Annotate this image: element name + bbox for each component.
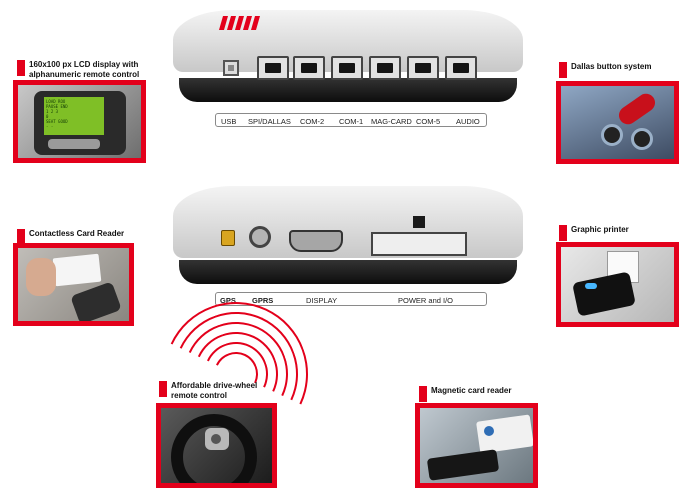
callout-magnetic-card-reader: Magnetic card reader [419, 386, 511, 402]
callout-magnetic-line1: Magnetic card reader [431, 386, 512, 395]
callout-marker [17, 229, 25, 245]
photo-lcd-display: LOAD ROO PAUSE END 1 2 3 0 SEAT GOOD - - [13, 80, 146, 163]
spi-dallas-port [257, 56, 289, 80]
wheel-remote-button [211, 434, 221, 444]
gps-antenna-connector [221, 230, 235, 246]
contactless-reader-device [70, 281, 122, 321]
photo-dallas-button [556, 81, 679, 164]
photo-contactless-reader [13, 243, 134, 326]
steering-wheel [171, 414, 257, 483]
callout-marker [17, 60, 25, 76]
gprs-antenna-connector [249, 226, 271, 248]
callout-printer-line1: Graphic printer [571, 225, 629, 234]
callout-drive-wheel-remote: Affordable drive-wheel remote control [159, 381, 257, 401]
callout-contactless-reader: Contactless Card Reader [17, 229, 124, 245]
lcd-keypad [48, 139, 100, 149]
callout-lcd-line1: 160x100 px LCD display with [29, 60, 139, 69]
port-label-power-io: POWER and I/O [398, 296, 454, 305]
rear-port-labels: GPS GPRS DISPLAY POWER and I/O [215, 292, 487, 306]
usb-port [223, 60, 239, 76]
callout-marker [419, 386, 427, 402]
lcd-screen-line: 1 2 3 [46, 109, 59, 114]
photo-magnetic-card-reader [415, 403, 538, 488]
contactless-card [52, 253, 102, 287]
contactless-hand [26, 258, 56, 296]
port-label-mag-card: MAG-CARD [371, 117, 412, 126]
lcd-screen-line: LOAD ROO [46, 99, 66, 104]
printer-light [585, 283, 597, 289]
printer-body [572, 271, 636, 317]
port-label-gps: GPS [220, 296, 236, 305]
mag-card-port [369, 56, 401, 80]
dallas-reader [601, 124, 623, 146]
audio-port [445, 56, 477, 80]
callout-marker [559, 62, 567, 78]
lcd-screen-line: SEAT GOOD [46, 119, 68, 124]
device-front-view [173, 10, 523, 102]
magnetic-reader-device [426, 449, 500, 481]
callout-marker [559, 225, 567, 241]
port-label-gprs: GPRS [252, 296, 274, 305]
callout-contactless-line1: Contactless Card Reader [29, 229, 125, 238]
display-serial-connector [289, 230, 343, 252]
power-io-connector [371, 232, 467, 256]
com-2-port [293, 56, 325, 80]
lcd-screen-line: - - [46, 124, 54, 129]
power-io-latch [413, 216, 425, 228]
com-5-port [407, 56, 439, 80]
port-label-spi-dallas: SPI/DALLAS [248, 117, 291, 126]
magnetic-card-logo [484, 426, 494, 436]
callout-lcd-display: 160x100 px LCD display with alphanumeric… [17, 60, 139, 80]
photo-graphic-printer [556, 242, 679, 327]
callout-dallas-button: Dallas button system [559, 62, 651, 78]
front-port-labels: USB SPI/DALLAS COM-2 COM-1 MAG-CARD COM-… [215, 113, 487, 127]
device-bottom-shell [179, 260, 517, 284]
dallas-reader [631, 128, 653, 150]
dallas-key-icon [615, 90, 659, 128]
port-label-usb: USB [221, 117, 237, 126]
callout-drive-wheel-line2: remote control [171, 391, 228, 400]
port-label-com-2: COM-2 [300, 117, 325, 126]
callout-dallas-line1: Dallas button system [571, 62, 652, 71]
port-label-display: DISPLAY [306, 296, 338, 305]
port-label-com-5: COM-5 [416, 117, 441, 126]
port-label-audio: AUDIO [456, 117, 480, 126]
com-1-port [331, 56, 363, 80]
photo-drive-wheel-remote [156, 403, 277, 488]
lcd-screen: LOAD ROO PAUSE END 1 2 3 0 SEAT GOOD - - [44, 97, 104, 135]
callout-marker [159, 381, 167, 397]
callout-lcd-line2: alphanumeric remote control [29, 70, 140, 79]
device-bottom-shell [179, 78, 517, 102]
lcd-screen-line: PAUSE END [46, 104, 68, 109]
device-top-shell [173, 186, 523, 258]
device-rear-view [173, 186, 523, 284]
callout-graphic-printer: Graphic printer [559, 225, 629, 241]
lcd-screen-line: 0 [46, 114, 49, 119]
callout-drive-wheel-line1: Affordable drive-wheel [171, 381, 258, 390]
port-label-com-1: COM-1 [339, 117, 364, 126]
